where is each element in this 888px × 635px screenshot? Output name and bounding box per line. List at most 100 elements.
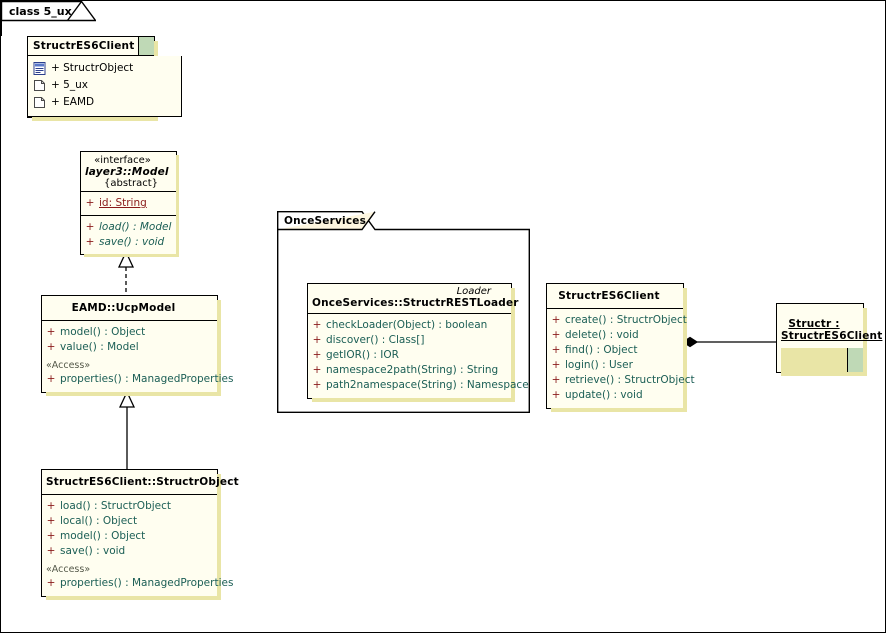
interface-operations: + load() : Model + save() : void (81, 215, 176, 254)
frame-tab-label: class 5_ux (9, 4, 72, 18)
operation-row: + load() : Model (81, 220, 172, 235)
operation-signature: getIOR() : IOR (326, 349, 399, 361)
operation-row: + retrieve() : StructrObject (547, 373, 695, 388)
class-operations: + checkLoader(Object) : boolean + discov… (308, 314, 529, 398)
list-item-label: + 5_ux (51, 79, 88, 91)
class-name: EAMD::UcpModel (71, 302, 176, 314)
class-header: EAMD::UcpModel (42, 296, 217, 321)
operation-row: + path2namespace(String) : Namespace (308, 378, 529, 393)
operation-signature: update() : void (565, 389, 643, 401)
visibility: + (312, 379, 322, 391)
list-item-label: + EAMD (51, 96, 95, 108)
interface-modifier: {abstract} (104, 178, 158, 189)
visibility: + (551, 359, 561, 371)
visibility: + (46, 341, 56, 353)
generalization-structrobject-to-ucpmodel (115, 390, 145, 473)
class-structrrestloader[interactable]: Loader OnceServices::StructrRESTLoader +… (307, 283, 529, 402)
operation-row: + properties() : ManagedProperties (42, 576, 234, 591)
operation-signature: load() : Model (99, 221, 172, 233)
operation-row: + model() : Object (42, 325, 201, 340)
operation-signature: save() : void (60, 545, 126, 557)
operation-row: + namespace2path(String) : String (308, 363, 499, 378)
interface-stereotype: «interface» (94, 155, 151, 166)
visibility: + (551, 389, 561, 401)
visibility: + (312, 334, 322, 346)
operation-row: + delete() : void (547, 328, 667, 343)
visibility: + (85, 236, 95, 248)
object-name-line2: StructrES6Client (781, 330, 883, 342)
class-stereotype: Loader (456, 286, 491, 297)
package-label: OnceServices (284, 214, 367, 227)
operation-row: + value() : Model (42, 340, 201, 355)
operation-signature: login() : User (565, 359, 633, 371)
operation-signature: discover() : Class[] (326, 334, 425, 346)
header-strip (138, 37, 154, 55)
package-box-header: StructrES6Client (28, 37, 154, 56)
package-box-items: + StructrObject + 5_ux + (27, 56, 182, 117)
interface-name: layer3::Model (85, 166, 169, 178)
composition-structr-to-es6client (681, 331, 777, 353)
access-group-label: «Access» (46, 564, 91, 575)
operation-signature: value() : Model (60, 341, 139, 353)
class-name: OnceServices::StructrRESTLoader (312, 297, 519, 309)
list-item[interactable]: + 5_ux (28, 77, 177, 94)
list-item[interactable]: + EAMD (28, 94, 177, 111)
operation-row: + find() : Object (547, 343, 667, 358)
visibility: + (85, 197, 95, 209)
package-diagram-icon (33, 96, 46, 109)
visibility: + (46, 530, 56, 542)
operation-row: + model() : Object (42, 529, 201, 544)
frame-left-edge (1, 20, 3, 36)
operation-row: + create() : StructrObject (547, 313, 687, 328)
object-structr-instance[interactable]: Structr : StructrES6Client (776, 303, 883, 376)
visibility: + (46, 577, 56, 589)
realization-ucpmodel-to-model (114, 250, 144, 296)
operation-row: + discover() : Class[] (308, 333, 495, 348)
visibility: + (46, 515, 56, 527)
operation-signature: save() : void (99, 236, 165, 248)
class-header: Loader OnceServices::StructrRESTLoader (308, 284, 519, 314)
list-item-label: + StructrObject (51, 62, 134, 74)
visibility: + (46, 326, 56, 338)
interface-header: «interface» layer3::Model {abstract} (81, 152, 176, 192)
operation-signature: retrieve() : StructrObject (565, 374, 695, 386)
operation-signature: checkLoader(Object) : boolean (326, 319, 488, 331)
diagram-frame-tab: class 5_ux (1, 1, 96, 22)
visibility: + (312, 349, 322, 361)
class-header: StructrES6Client (547, 284, 683, 309)
visibility: + (312, 364, 322, 376)
visibility: + (551, 344, 561, 356)
structres6client-package-box[interactable]: StructrES6Client + StructrObject (27, 36, 182, 121)
class-structres6client[interactable]: StructrES6Client + create() : StructrObj… (546, 283, 695, 412)
operation-signature: load() : StructrObject (60, 500, 172, 512)
visibility: + (46, 500, 56, 512)
operation-signature: delete() : void (565, 329, 639, 341)
operation-signature: properties() : ManagedProperties (60, 373, 234, 385)
operation-signature: create() : StructrObject (565, 314, 687, 326)
class-operations: + model() : Object + value() : Model «Ac… (42, 321, 234, 392)
visibility: + (85, 221, 95, 233)
operation-signature: find() : Object (565, 344, 638, 356)
attribute-row: + id: String (81, 196, 160, 211)
operation-signature: namespace2path(String) : String (326, 364, 499, 376)
package-diagram-icon (33, 79, 46, 92)
visibility: + (312, 319, 322, 331)
operation-row: + properties() : ManagedProperties (42, 372, 234, 387)
operation-row: + save() : void (42, 544, 201, 559)
operation-row: + local() : Object (42, 514, 201, 529)
visibility: + (46, 373, 56, 385)
operation-row: + checkLoader(Object) : boolean (308, 318, 495, 333)
operation-signature: local() : Object (60, 515, 138, 527)
operation-row: + login() : User (547, 358, 667, 373)
access-group-label: «Access» (46, 360, 91, 371)
class-eamd-ucpmodel[interactable]: EAMD::UcpModel + model() : Object + valu… (41, 295, 234, 396)
interface-attributes: + id: String (81, 192, 176, 215)
class-structres6client-structrobject[interactable]: StructrES6Client::StructrObject + load()… (41, 469, 239, 600)
operation-row: + update() : void (547, 388, 667, 403)
package-box-title: StructrES6Client (33, 40, 135, 52)
interface-layer3-model[interactable]: «interface» layer3::Model {abstract} + i… (80, 151, 179, 257)
attribute-signature: id: String (99, 197, 147, 209)
list-item[interactable]: + StructrObject (28, 60, 177, 77)
class-name: StructrES6Client::StructrObject (46, 476, 239, 488)
